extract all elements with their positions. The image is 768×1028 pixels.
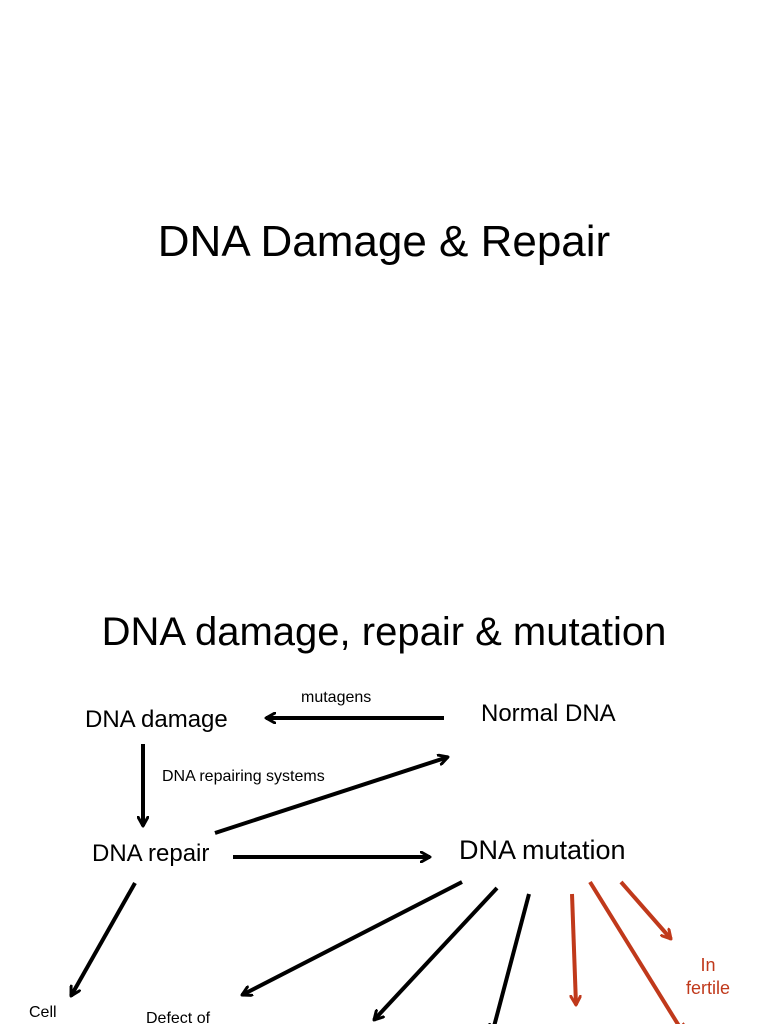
- node-dna-mutation: DNA mutation: [459, 835, 626, 865]
- arrow-repair-to-cell: [69, 882, 137, 996]
- arrow-mutation-red-2: [588, 880, 684, 1024]
- node-cell: Cell: [29, 1004, 57, 1021]
- arrow-repair-to-normal: [214, 757, 448, 835]
- edge-label-repairing-systems: DNA repairing systems: [162, 768, 325, 785]
- arrow-mutation-to-defect: [242, 880, 463, 995]
- slide-2: DNA damage, repair & mutation DNA: [0, 512, 768, 1027]
- slide-title: DNA Damage & Repair: [157, 217, 611, 266]
- node-infertile-line1: In: [700, 955, 716, 975]
- arrow-mutation-outcome-2: [374, 886, 499, 1020]
- arrow-mutation-red-1: [572, 893, 576, 1005]
- diagram-arrows: [69, 512, 768, 1024]
- node-defect-of: Defect of: [146, 1010, 211, 1027]
- node-infertile-line2: fertile: [685, 978, 730, 998]
- slide-1: DNA Damage & Repair: [0, 0, 768, 512]
- node-normal-dna: Normal DNA: [481, 700, 616, 727]
- node-dna-damage: DNA damage: [85, 706, 228, 733]
- node-infertile: In fertile: [678, 954, 738, 1000]
- arrow-mutation-outcome-3: [492, 893, 531, 1024]
- edge-label-mutagens: mutagens: [301, 689, 372, 706]
- node-dna-repair: DNA repair: [92, 840, 210, 867]
- diagram-title: DNA damage, repair & mutation: [101, 610, 667, 654]
- arrow-mutation-to-infertile: [619, 880, 673, 939]
